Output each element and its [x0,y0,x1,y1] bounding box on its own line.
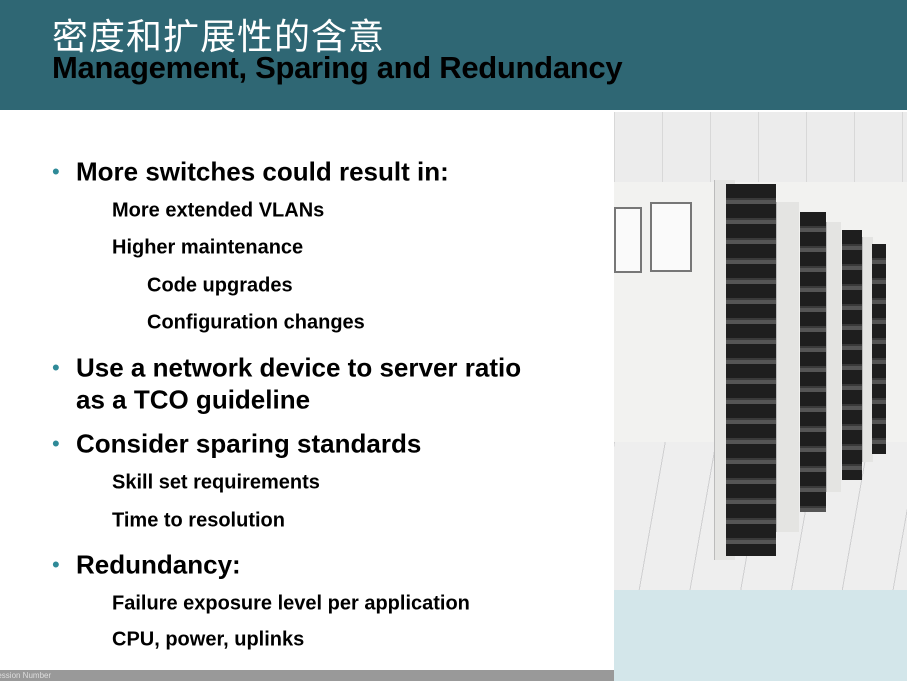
rack-side [776,202,799,532]
server-rack [842,230,862,480]
bullet-icon: • [52,355,60,380]
bullet-redundancy: Redundancy: [76,549,241,580]
rack-side [826,222,841,492]
server-rack [726,184,776,556]
sub-bullet: Skill set requirements [112,471,320,494]
title-english: Management, Sparing and Redundancy [52,50,623,85]
sub-sub-bullet: Configuration changes [147,311,365,334]
bullet-ratio-cont: as a TCO guideline [76,384,311,415]
bullet-ratio: Use a network device to server ratio [76,352,522,383]
sub-sub-bullet: Code upgrades [147,274,293,297]
bullet-sparing: Consider sparing standards [76,428,422,459]
ceiling [614,112,907,192]
server-rack [800,212,826,512]
sub-bullet: CPU, power, uplinks [112,628,305,651]
sub-bullet: More extended VLANs [112,199,325,222]
rack-side [862,237,873,462]
bullet-icon: • [52,552,60,577]
server-rack [872,244,886,454]
sub-bullet: Time to resolution [112,509,285,532]
sub-bullet: Higher maintenance [112,236,304,259]
bullet-icon: • [52,431,60,456]
datacenter-photo [614,112,907,590]
slide-header: 密度和扩展性的含意 Management, Sparing and Redund… [0,0,907,110]
wall-frame [614,207,642,273]
bullet-more-switches: More switches could result in: [76,156,449,187]
sub-bullet: Failure exposure level per application [112,592,470,615]
wall-frame [650,202,692,272]
decorative-panel [614,590,907,681]
footer-bar: Session Number [0,670,614,681]
title-chinese: 密度和扩展性的含意 [52,17,386,58]
session-number-label: Session Number [0,671,52,680]
bullet-icon: • [52,159,60,184]
